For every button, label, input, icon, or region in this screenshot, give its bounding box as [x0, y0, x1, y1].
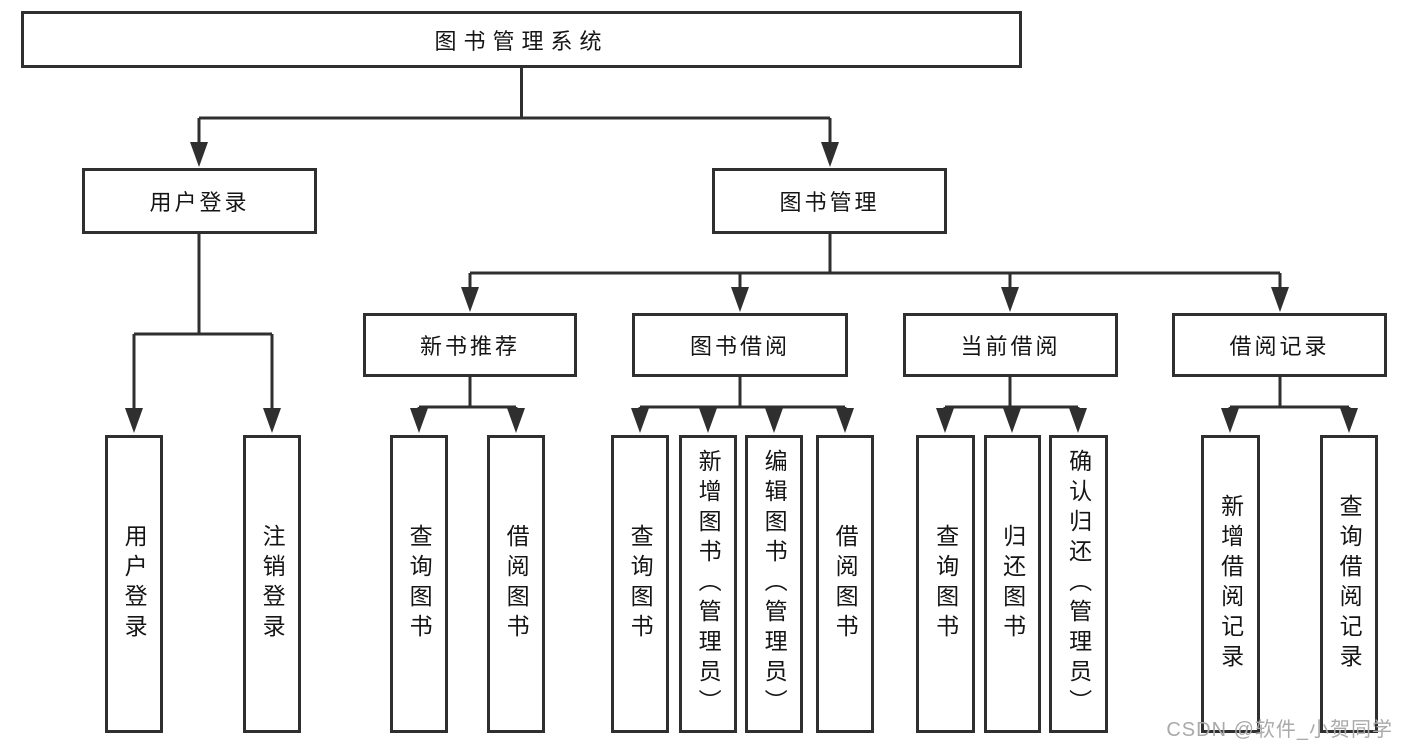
- leaf-records-query-borrow-record: 查询借阅记录: [1320, 435, 1378, 733]
- leaf-label: 新增借阅记录: [1217, 494, 1244, 674]
- leaf-recommend-borrow-books: 借阅图书: [487, 435, 545, 733]
- leaf-label: 借阅图书: [503, 524, 530, 644]
- node-new-book-recommend: 新书推荐: [363, 313, 577, 377]
- leaf-current-query-books: 查询图书: [916, 435, 975, 733]
- leaf-label: 借阅图书: [832, 524, 859, 644]
- leaf-current-confirm-return-admin: 确认归还（管理员）: [1049, 435, 1108, 733]
- leaf-label: 查询图书: [932, 524, 959, 644]
- csdn-watermark: CSDN @软件_小贺同学: [1166, 719, 1393, 741]
- leaf-current-return-books: 归还图书: [984, 435, 1041, 733]
- leaf-borrowing-borrow-books: 借阅图书: [816, 435, 874, 733]
- node-borrow-records: 借阅记录: [1172, 313, 1387, 377]
- leaf-label: 确认归还（管理员）: [1065, 449, 1092, 719]
- node-library-system: 图书管理系统: [21, 11, 1022, 68]
- leaf-user-login: 用户登录: [105, 435, 163, 733]
- leaf-logout: 注销登录: [243, 435, 301, 733]
- leaf-label: 注销登录: [259, 524, 286, 644]
- node-current-borrowing: 当前借阅: [903, 313, 1118, 377]
- leaf-label: 归还图书: [999, 524, 1026, 644]
- leaf-label: 新增图书（管理员）: [695, 449, 722, 719]
- leaf-label: 编辑图书（管理员）: [761, 449, 788, 719]
- leaf-recommend-query-books: 查询图书: [390, 435, 448, 733]
- leaf-label: 查询借阅记录: [1336, 494, 1363, 674]
- leaf-borrowing-query-books: 查询图书: [611, 435, 669, 733]
- leaf-label: 查询图书: [627, 524, 654, 644]
- leaf-borrowing-add-books-admin: 新增图书（管理员）: [679, 435, 737, 733]
- leaf-records-add-borrow-record: 新增借阅记录: [1201, 435, 1260, 733]
- node-book-management: 图书管理: [712, 168, 947, 234]
- leaf-label: 用户登录: [121, 524, 148, 644]
- node-book-borrowing: 图书借阅: [632, 313, 848, 377]
- leaf-borrowing-edit-books-admin: 编辑图书（管理员）: [745, 435, 803, 733]
- node-user-login: 用户登录: [82, 168, 317, 234]
- leaf-label: 查询图书: [406, 524, 433, 644]
